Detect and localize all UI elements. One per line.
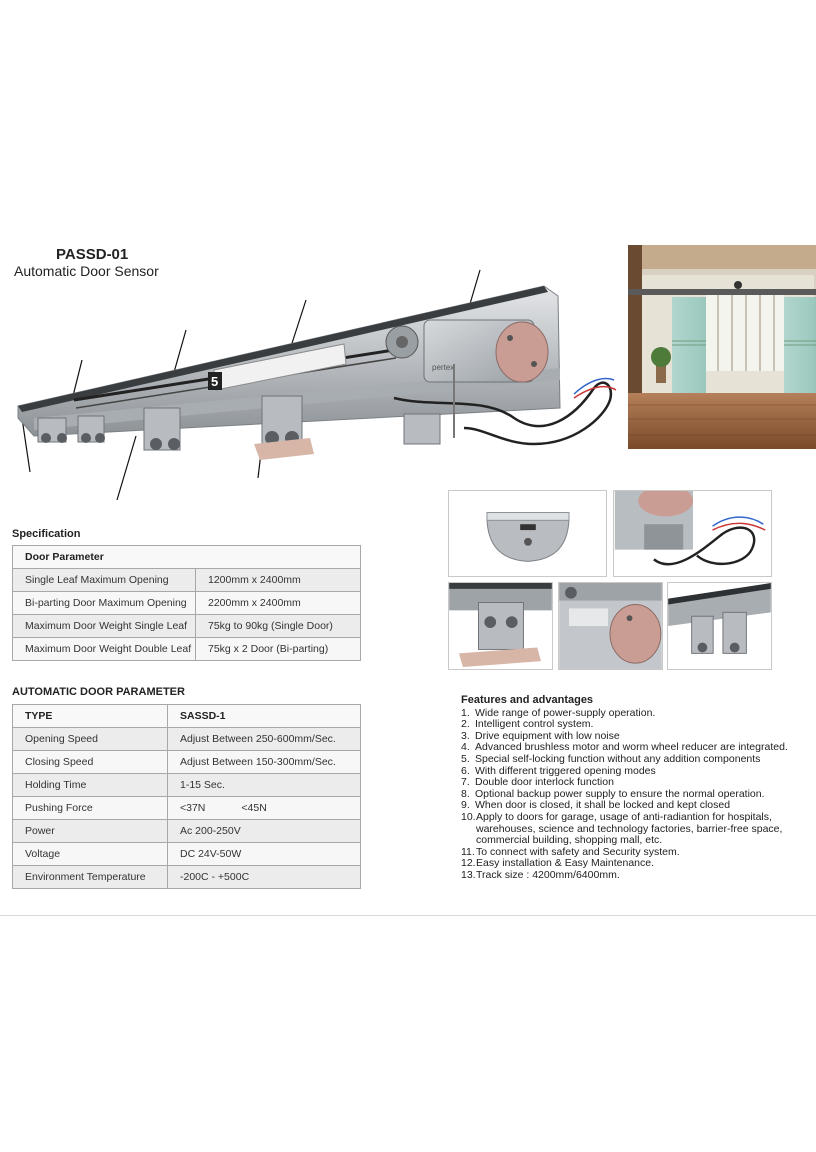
pushing-force-min: <37N bbox=[180, 802, 206, 814]
list-item-number: 2. bbox=[461, 718, 470, 731]
table-cell-value: Ac 200-250V bbox=[167, 819, 361, 843]
table-cell-label: Closing Speed bbox=[12, 750, 168, 774]
list-item: 2. Intelligent control system. bbox=[461, 719, 801, 731]
table-cell-label: Maximum Door Weight Single Leaf bbox=[12, 614, 196, 638]
table-cell-value: 1200mm x 2400mm bbox=[195, 568, 361, 592]
wiring-thumbnail bbox=[613, 490, 772, 577]
list-item-number: 7. bbox=[461, 776, 470, 789]
divider bbox=[0, 915, 816, 916]
list-item: 4. Advanced brushless motor and worm whee… bbox=[461, 742, 801, 754]
list-item-text: Special self-locking function without an… bbox=[475, 752, 761, 765]
table-cell-label: Single Leaf Maximum Opening bbox=[12, 568, 196, 592]
list-item-text: Track size : 4200mm/6400mm. bbox=[476, 868, 620, 881]
carriage-thumbnail bbox=[448, 582, 553, 670]
product-code: PASSD-01 bbox=[56, 246, 129, 263]
list-item-number: 12. bbox=[461, 857, 476, 870]
automatic-door-parameter-title: AUTOMATIC DOOR PARAMETER bbox=[12, 686, 185, 698]
table-cell-value: DC 24V-50W bbox=[167, 842, 361, 866]
table-cell-label: Maximum Door Weight Double Leaf bbox=[12, 637, 196, 661]
list-item-text: Advanced brushless motor and worm wheel … bbox=[475, 741, 788, 754]
list-item-number: 10. bbox=[461, 810, 476, 823]
table-cell-label: Voltage bbox=[12, 842, 168, 866]
list-item-text: Double door interlock function bbox=[475, 776, 614, 789]
brand-label: pertex bbox=[432, 363, 454, 372]
table-cell-label: Bi-parting Door Maximum Opening bbox=[12, 591, 196, 615]
specification-title: Specification bbox=[12, 528, 81, 540]
table-cell-value: 2200mm x 2400mm bbox=[195, 591, 361, 615]
list-item: 3. Drive equipment with low noise bbox=[461, 729, 801, 743]
list-item-text: To connect with safety and Security syst… bbox=[476, 845, 680, 858]
table-cell-value: 75kg x 2 Door (Bi-parting) bbox=[195, 637, 361, 661]
list-item-number: 9. bbox=[461, 799, 470, 812]
table-cell-label: Power bbox=[12, 819, 168, 843]
list-item-number: 11. bbox=[461, 845, 475, 858]
list-item-text: Easy installation & Easy Maintenance. bbox=[476, 857, 655, 870]
product-name: Automatic Door Sensor bbox=[14, 263, 159, 279]
list-item-text: Optional backup power supply to ensure t… bbox=[475, 787, 765, 800]
table-cell-label: Pushing Force bbox=[12, 796, 168, 820]
list-item: 12.Easy installation & Easy Maintenance. bbox=[461, 858, 801, 870]
table-cell-value: 75kg to 90kg (Single Door) bbox=[195, 614, 361, 638]
list-item-text: Apply to doors for garage, usage of anti… bbox=[476, 810, 772, 823]
list-item-text: Intelligent control system. bbox=[475, 718, 594, 731]
table-cell-label: Environment Temperature bbox=[12, 865, 168, 889]
list-item-number: 3. bbox=[461, 729, 470, 742]
list-item-text: Drive equipment with low noise bbox=[475, 729, 620, 742]
table-cell-value: Adjust Between 150-300mm/Sec. bbox=[167, 750, 361, 774]
list-item: 11.To connect with safety and Security s… bbox=[461, 845, 801, 859]
list-item-number: 4. bbox=[461, 741, 470, 754]
list-item: 1. Wide range of power-supply operation. bbox=[461, 706, 801, 720]
table-cell-value: -200C - +500C bbox=[167, 865, 361, 889]
list-item: 9. When door is closed, it shall be locke… bbox=[461, 800, 801, 812]
list-item: 5. Special self-locking function without … bbox=[461, 752, 801, 766]
power-label: 5 bbox=[211, 374, 218, 389]
list-item-text: commercial building, shopping mall, etc. bbox=[476, 834, 663, 847]
list-item: 6. With different triggered opening modes bbox=[461, 764, 801, 778]
table-cell-label: Holding Time bbox=[12, 773, 168, 797]
sensor-thumbnail bbox=[448, 490, 607, 577]
table-cell-label: Opening Speed bbox=[12, 727, 168, 751]
list-item: 10.Apply to doors for garage, usage of a… bbox=[461, 810, 801, 847]
features-list: Features and advantages 1. Wide range of … bbox=[461, 694, 801, 882]
list-item-number: 1. bbox=[461, 706, 470, 719]
features-title: Features and advantages bbox=[461, 694, 594, 706]
motor-thumbnail bbox=[558, 582, 663, 670]
type-value: SASSD-1 bbox=[167, 704, 361, 728]
list-item: 8. Optional backup power supply to ensure… bbox=[461, 787, 801, 801]
list-item-number: 5. bbox=[461, 752, 470, 765]
list-item-text: When door is closed, it shall be locked … bbox=[475, 799, 731, 812]
list-item-text: Wide range of power-supply operation. bbox=[475, 706, 656, 719]
door-operator-illustration: 5 pertex bbox=[17, 269, 617, 500]
automatic-door-parameter-table: TYPE SASSD-1 Opening Speed Adjust Betwee… bbox=[12, 704, 361, 889]
list-item: 7. Double door interlock function bbox=[461, 777, 801, 789]
list-item-number: 8. bbox=[461, 787, 470, 800]
table-cell-value: 1-15 Sec. bbox=[167, 773, 361, 797]
door-parameter-table: Door Parameter Single Leaf Maximum Openi… bbox=[12, 545, 361, 661]
door-parameter-header: Door Parameter bbox=[12, 545, 361, 569]
installed-door-photo bbox=[628, 245, 816, 449]
list-item-number: 13. bbox=[461, 868, 476, 881]
table-cell-value: <37N <45N bbox=[167, 796, 361, 820]
features-items: 1.Wide range of power-supply operation.2… bbox=[461, 706, 801, 882]
table-cell-value: Adjust Between 250-600mm/Sec. bbox=[167, 727, 361, 751]
type-header: TYPE bbox=[12, 704, 168, 728]
list-item-number: 6. bbox=[461, 764, 470, 777]
track-thumbnail bbox=[667, 582, 772, 670]
list-item-text: warehouses, science and technology facto… bbox=[476, 822, 783, 835]
list-item: 13.Track size : 4200mm/6400mm. bbox=[461, 868, 801, 882]
pushing-force-max: <45N bbox=[241, 802, 267, 814]
list-item-text: With different triggered opening modes bbox=[475, 764, 656, 777]
